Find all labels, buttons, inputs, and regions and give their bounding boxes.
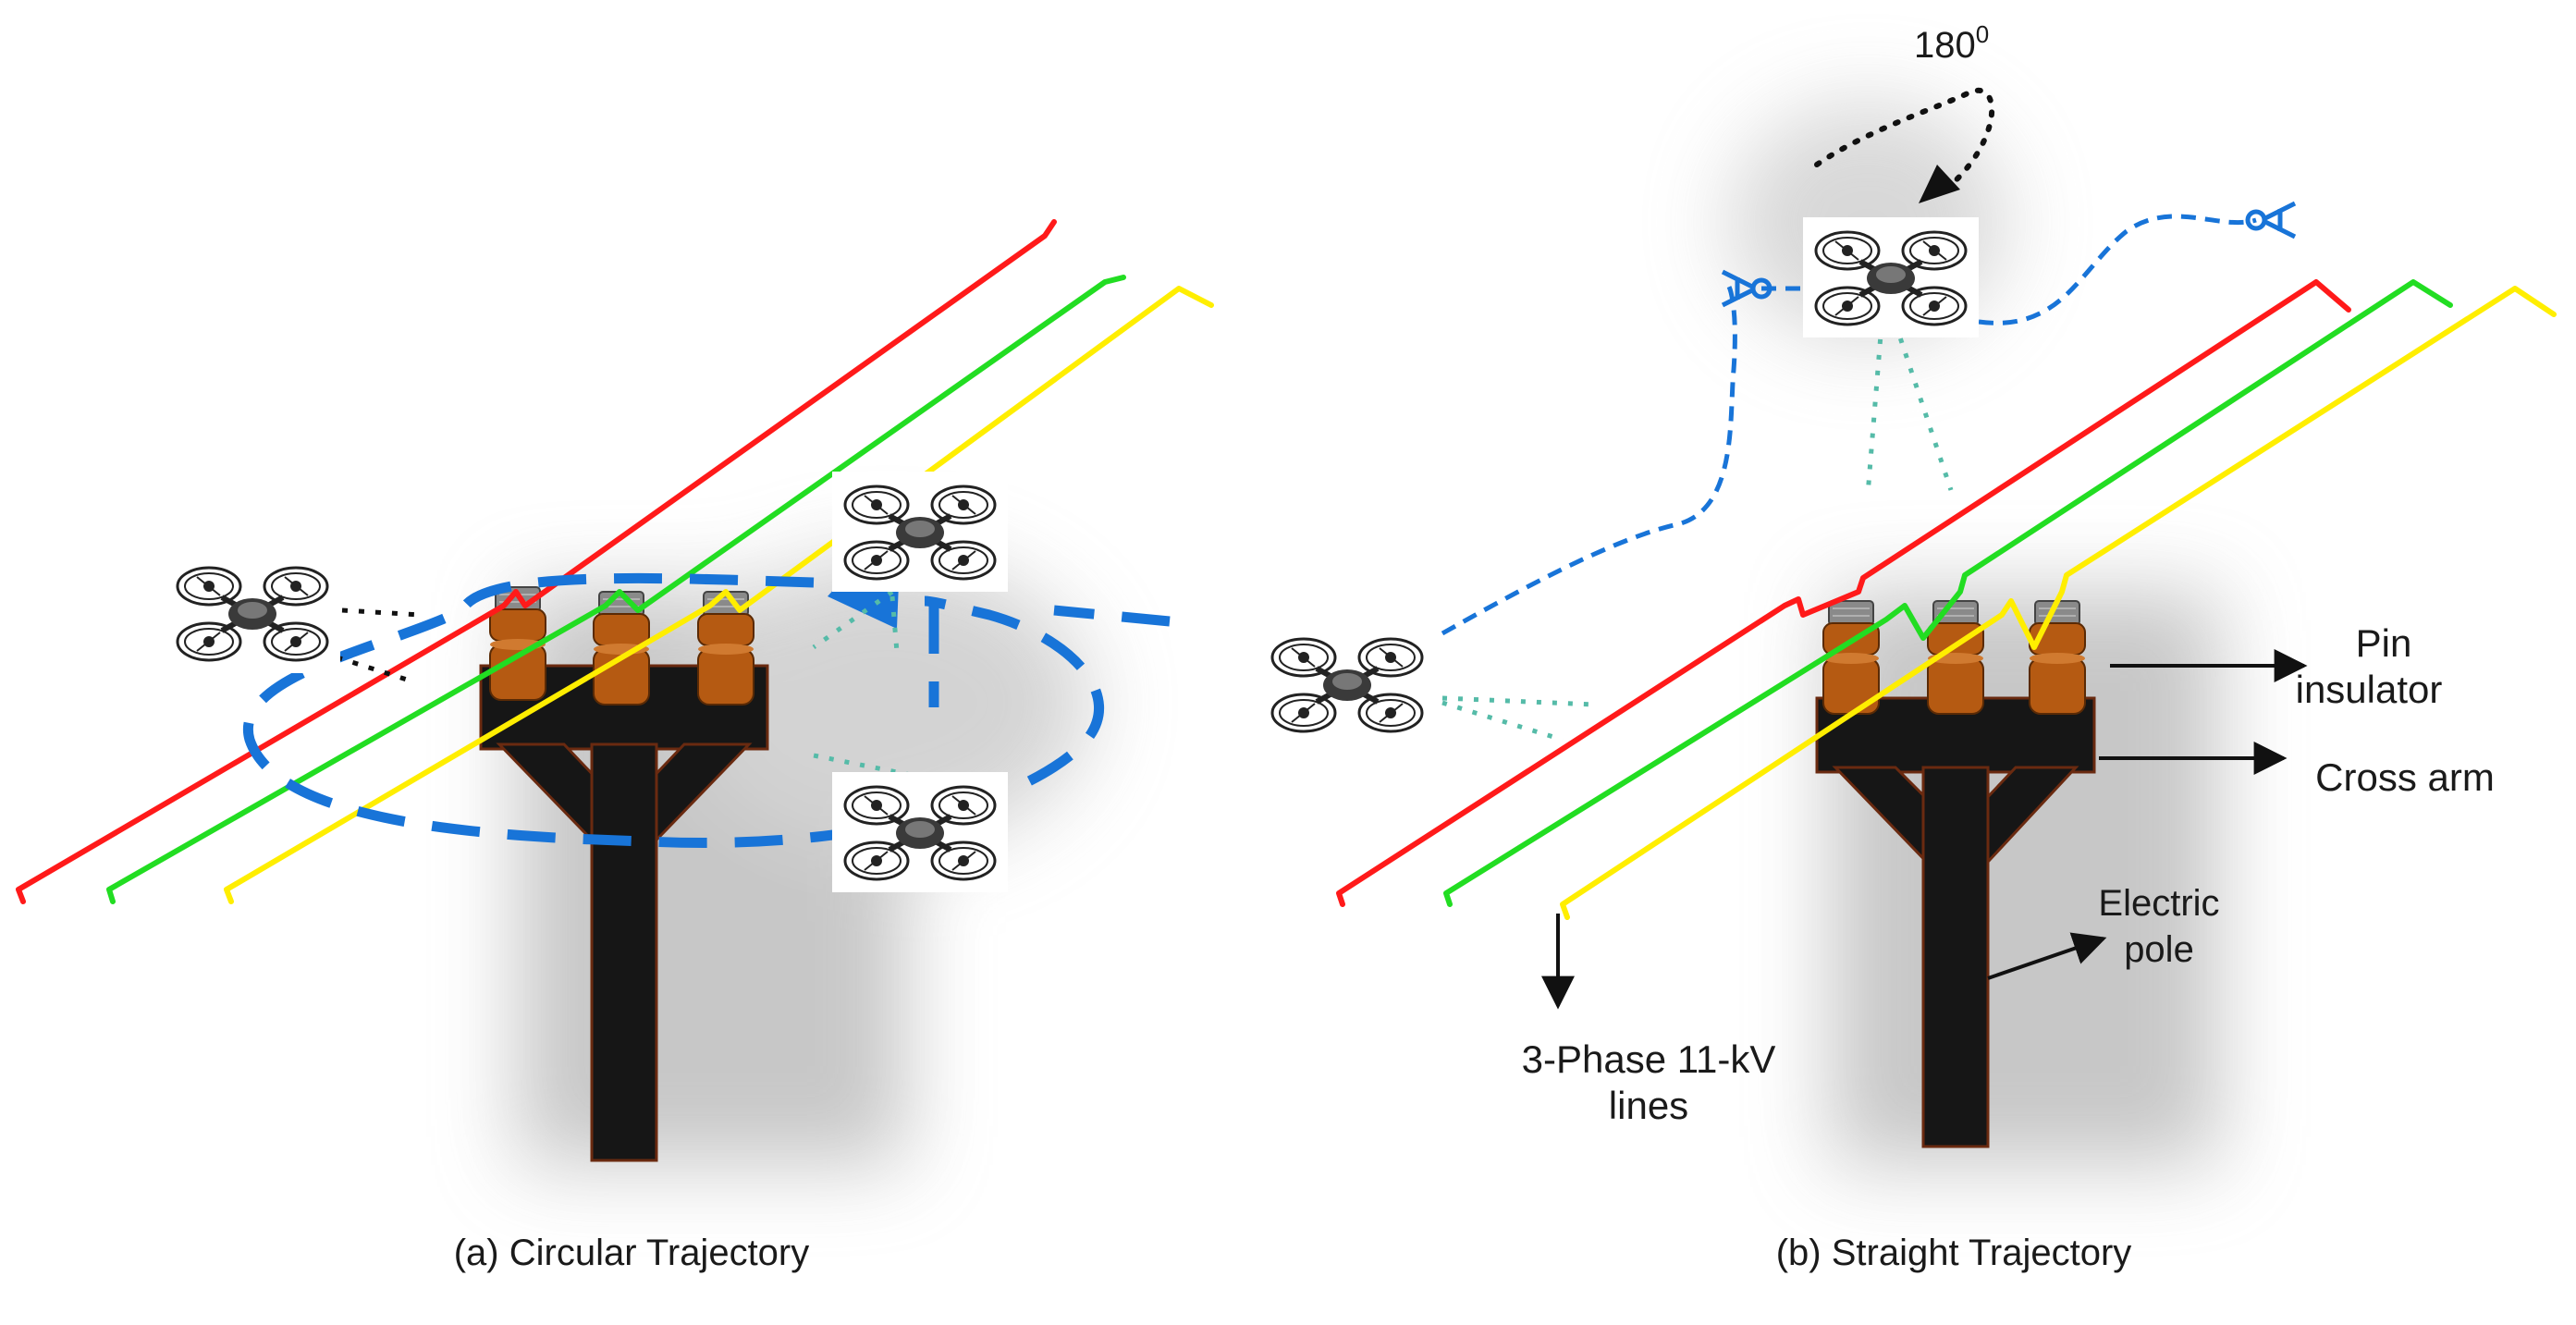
phase-line-red-b [1336,279,2351,907]
sensor-rays-a-right [803,589,912,778]
panel-b: 1800 Pin insulator Cross arm Electric po… [1259,20,2557,1273]
phase-line-green-a [106,275,1126,904]
phase-lines-a [16,219,1214,904]
phase-line-red-a [16,219,1057,904]
drone-icon-b-top [1803,217,1979,337]
pin-insulator-b1 [1822,600,1880,715]
electric-pole-a [479,664,769,1162]
rotation-arrow-icon [1919,165,1960,203]
label-cross-arm: Cross arm [2315,755,2495,799]
label-electric-pole-2: pole [2124,929,2194,970]
drone-icon-a-bottom [832,772,1008,892]
label-lines-2: lines [1609,1084,1688,1127]
phase-lines-b [1336,279,2557,920]
annotation-arrows [1541,649,2308,1010]
phase-line-yellow-a [224,286,1214,904]
drone-icon-b-left [1259,624,1435,744]
label-pin-insulator-2: insulator [2296,668,2443,711]
rotation-label: 1800 [1914,20,1989,66]
phase-line-yellow-b [1560,286,2557,920]
label-lines-1: 3-Phase 11-kV [1522,1037,1776,1081]
pin-insulator-b3 [2029,600,2086,715]
label-electric-pole-1: Electric [2098,883,2219,924]
rotation-arc [1814,87,1995,188]
straight-trajectory [1441,285,1737,636]
sensor-rays-b [1441,323,1954,742]
caption-a: (a) Circular Trajectory [454,1233,810,1273]
panel-a: (a) Circular Trajectory [16,219,1214,1273]
drone-icon-a-top [832,472,1008,592]
label-pin-insulator-1: Pin [2356,621,2412,665]
caption-b: (b) Straight Trajectory [1776,1233,2132,1273]
arrow-icon-electric-pole [1987,932,2107,980]
circular-trajectory [242,572,1171,848]
phase-line-green-b [1443,279,2453,907]
drone-icon-a-left [165,553,340,673]
